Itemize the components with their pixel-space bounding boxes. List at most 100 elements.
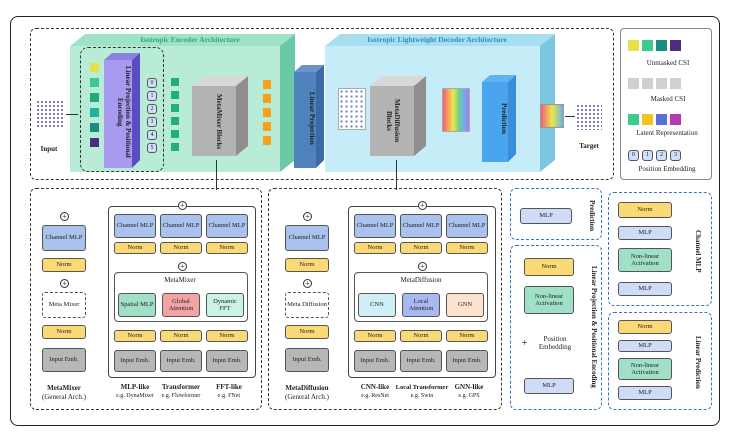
- legend-latent-label: Latent Representation: [636, 129, 698, 137]
- metadiffusion-panel: [268, 188, 502, 410]
- variant-channel-mlp-3: Channel MLP: [206, 214, 248, 238]
- dvariant-input-emb-2: Input Emb.: [400, 350, 442, 372]
- residual-add: +: [178, 201, 187, 210]
- lp-position-embedding: Position Embedding: [538, 335, 572, 351]
- lpred-mlp-top: MLP: [618, 340, 672, 352]
- position-box: 1: [147, 91, 157, 101]
- position-box: 2: [147, 104, 157, 114]
- latent-swatches: [628, 114, 681, 125]
- position-swatches: 0 1 2 3: [628, 150, 681, 161]
- masked-token-grid: [338, 88, 366, 130]
- channel-mlp-panel: [608, 192, 712, 306]
- dvariant-channel-mlp-2: Channel MLP: [400, 214, 442, 238]
- prediction-panel: [510, 188, 602, 240]
- metadiffusion-cube: [370, 76, 426, 156]
- general-meta-diffusion: Meta Diffusion: [285, 292, 329, 318]
- cmlp-norm: Norm: [618, 202, 672, 218]
- legend-masked-label: Masked CSI: [650, 95, 686, 103]
- patch-square: [90, 138, 99, 147]
- patch-square: [90, 108, 99, 117]
- patch-embedding-frame: [80, 47, 164, 172]
- metadiffusion-inner-title: MetaDiffusion: [400, 276, 442, 284]
- dynamic-fft-box: Dynamic FFT: [206, 293, 244, 317]
- local-transformer-title: Local Transformer: [395, 384, 449, 391]
- general-channel-mlp: Channel MLP: [42, 225, 86, 251]
- pipeline-frame: [30, 28, 614, 180]
- encoder-down-arrow: [216, 160, 217, 190]
- outer-frame: [10, 16, 720, 426]
- metadiffusion-blocks-label: MetaDiffusion Blocks: [385, 99, 401, 143]
- linear-prediction-panel: [608, 312, 712, 410]
- variant-input-emb-2: Input Emb.: [160, 350, 202, 372]
- patch-square: [90, 63, 99, 72]
- lpred-nonlinear: Non-linear Activation: [618, 358, 672, 380]
- residual-add: +: [60, 212, 69, 221]
- position-box: 5: [147, 143, 157, 153]
- patch-square: [90, 93, 99, 102]
- latent-column: [263, 80, 271, 145]
- general-norm-d: Norm: [285, 258, 329, 272]
- general-norm: Norm: [42, 258, 86, 272]
- dvariant-channel-mlp-3: Channel MLP: [446, 214, 488, 238]
- linear-projection-prism: [294, 65, 324, 168]
- position-box: 0: [147, 78, 157, 88]
- cmlp-nonlinear: Non-linear Activation: [618, 248, 672, 272]
- metamixer-inner-title: MetaMixer: [164, 276, 196, 284]
- linear-projection-block: [104, 53, 140, 168]
- local-attention-box: Local Attention: [402, 293, 440, 317]
- metamixer-blocks-label: MetaMixer Blocks: [215, 94, 223, 150]
- legend-unmasked-label: Unmasked CSI: [646, 59, 690, 67]
- variant-channel-mlp-2: Channel MLP: [160, 214, 202, 238]
- cnn-box: CNN: [358, 293, 396, 317]
- lp-mlp: MLP: [524, 378, 574, 394]
- metadiffusion-general-title: MetaDiffusion: [285, 384, 329, 392]
- cmlp-mlp-top: MLP: [618, 226, 672, 240]
- variant-norm-b3: Norm: [206, 330, 248, 342]
- fft-like-sub: e.g. FNet: [217, 393, 241, 399]
- general-norm-d2: Norm: [285, 325, 329, 339]
- target-label: Target: [579, 142, 599, 150]
- dvariant-norm-b2: Norm: [400, 330, 442, 342]
- prediction-title: Prediction: [588, 199, 596, 231]
- fft-like-title: FFT-like: [216, 383, 242, 391]
- variant-norm-2: Norm: [160, 242, 202, 254]
- position-numbers: 0 1 2 3 4 5: [147, 78, 157, 156]
- dvariant-norm-b3: Norm: [446, 330, 488, 342]
- cmlp-mlp-bottom: MLP: [618, 282, 672, 296]
- input-grid: [36, 100, 64, 128]
- metamixer-general-sub: (General Arch.): [42, 393, 86, 401]
- dvariant-norm-3: Norm: [446, 242, 488, 254]
- input-label: Input: [40, 145, 58, 153]
- dvariant-norm-b1: Norm: [354, 330, 396, 342]
- dvariant-input-emb-1: Input Emb.: [354, 350, 396, 372]
- encoder-title: Isotropic Encoder Architecture: [140, 35, 240, 44]
- variant-norm-b2: Norm: [160, 330, 202, 342]
- lp-norm: Norm: [524, 258, 574, 276]
- residual-add: +: [303, 212, 312, 221]
- input-arrow: [66, 114, 78, 115]
- unmasked-swatches: [628, 40, 681, 51]
- legend-frame: [620, 28, 712, 180]
- lpred-mlp-bottom: MLP: [618, 386, 672, 400]
- lp-title: Linear Projection & Positional Encoding: [590, 266, 598, 388]
- general-input-emb: Input Emb.: [42, 348, 86, 372]
- general-input-emb-d: Input Emb.: [285, 348, 329, 372]
- general-channel-mlp-d: Channel MLP: [285, 225, 329, 251]
- spatial-mlp-box: Spatial MLP: [118, 293, 156, 317]
- token-column: [171, 78, 179, 151]
- cnn-like-title: CNN-like: [360, 383, 390, 391]
- dvariant-channel-mlp-1: Channel MLP: [354, 214, 396, 238]
- linear-projection-prism-label: Linear Projection: [308, 91, 316, 145]
- lpred-norm: Norm: [618, 320, 672, 334]
- target-grid: [576, 104, 602, 130]
- gnn-box: GNN: [446, 293, 484, 317]
- gnn-like-title: GNN-like: [454, 383, 484, 391]
- metamixer-general-title: MetaMixer: [47, 384, 81, 392]
- mlp-like-sub: e.g. DynaMixer: [116, 393, 154, 399]
- metadiffusion-general-sub: (General Arch.): [285, 393, 329, 401]
- output-arrow: [565, 116, 575, 117]
- dvariant-norm-2: Norm: [400, 242, 442, 254]
- variant-channel-mlp-1: Channel MLP: [114, 214, 156, 238]
- decoder-down-arrow: [396, 160, 397, 190]
- prediction-mlp: MLP: [520, 208, 572, 224]
